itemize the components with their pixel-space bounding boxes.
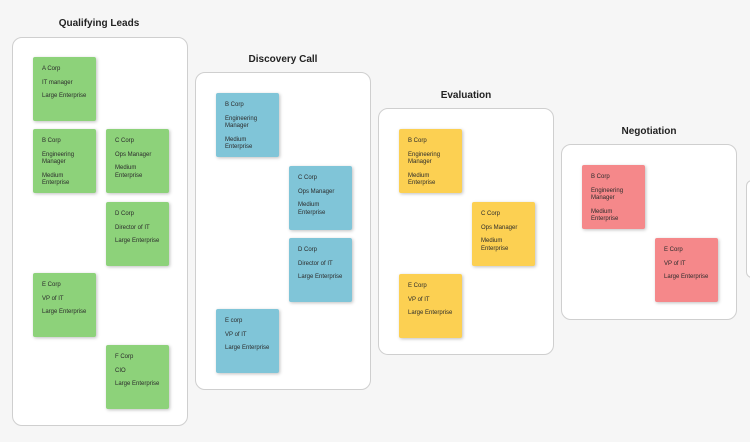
- card-role: IT manager: [42, 79, 73, 86]
- lead-card[interactable]: A Corp IT manager Large Enterprise: [33, 57, 96, 121]
- lead-card[interactable]: E corp VP of IT Large Enterprise: [216, 309, 279, 373]
- card-role: Ops Manager: [115, 151, 152, 158]
- card-size: Large Enterprise: [664, 274, 709, 280]
- card-role: VP of IT: [42, 295, 64, 302]
- card-size: Large Enterprise: [225, 345, 270, 351]
- lead-card[interactable]: D Corp Director of IT Large Enterprise: [289, 238, 352, 302]
- lead-card[interactable]: E Corp VP of IT Large Enterprise: [655, 238, 718, 302]
- lead-card[interactable]: B Corp Engineering Manager Medium Enterp…: [582, 165, 645, 229]
- card-role: VP of IT: [408, 296, 430, 303]
- card-role: Director of IT: [298, 260, 333, 267]
- card-company: D Corp: [115, 211, 135, 217]
- card-size: Medium Enterprise: [115, 165, 143, 179]
- card-size: Large Enterprise: [42, 309, 87, 315]
- card-size: Medium Enterprise: [42, 172, 70, 187]
- card-company: F Corp: [115, 354, 134, 360]
- lead-card[interactable]: E Corp VP of IT Large Enterprise: [399, 274, 462, 338]
- card-role: Engineering Manager: [591, 187, 624, 202]
- lead-card[interactable]: D Corp Director of IT Large Enterprise: [106, 202, 169, 266]
- next-stage-column-edge: [746, 180, 750, 278]
- lead-card[interactable]: C Corp Ops Manager Medium Enterprise: [472, 202, 535, 266]
- card-role: Ops Manager: [298, 188, 335, 195]
- card-size: Medium Enterprise: [481, 238, 509, 252]
- card-company: E Corp: [408, 283, 427, 289]
- stage-column-negotiation: B Corp Engineering Manager Medium Enterp…: [561, 144, 737, 320]
- lead-card[interactable]: B Corp Engineering Manager Medium Enterp…: [216, 93, 279, 157]
- card-role: VP of IT: [225, 331, 247, 338]
- card-company: B Corp: [591, 174, 610, 180]
- card-size: Medium Enterprise: [591, 208, 619, 223]
- card-size: Large Enterprise: [42, 93, 87, 99]
- card-role: Engineering Manager: [42, 151, 75, 166]
- card-size: Large Enterprise: [298, 274, 343, 280]
- card-size: Large Enterprise: [115, 381, 160, 387]
- card-size: Large Enterprise: [115, 238, 160, 244]
- lead-card[interactable]: E Corp VP of IT Large Enterprise: [33, 273, 96, 337]
- card-company: C Corp: [115, 138, 135, 144]
- card-company: B Corp: [408, 138, 427, 144]
- lead-card[interactable]: C Corp Ops Manager Medium Enterprise: [289, 166, 352, 230]
- card-role: Ops Manager: [481, 224, 518, 231]
- card-role: Engineering Manager: [408, 151, 441, 166]
- card-company: B Corp: [42, 138, 61, 144]
- lead-card[interactable]: F Corp CIO Large Enterprise: [106, 345, 169, 409]
- card-company: C Corp: [298, 175, 318, 181]
- stage-title-negotiation: Negotiation: [621, 126, 677, 137]
- stage-column-discovery-call: B Corp Engineering Manager Medium Enterp…: [195, 72, 371, 390]
- card-size: Large Enterprise: [408, 310, 453, 316]
- card-company: B Corp: [225, 102, 244, 108]
- stage-title-discovery-call: Discovery Call: [248, 54, 318, 65]
- card-company: A Corp: [42, 66, 61, 72]
- lead-card[interactable]: B Corp Engineering Manager Medium Enterp…: [399, 129, 462, 193]
- card-role: VP of IT: [664, 260, 686, 267]
- card-company: E Corp: [42, 282, 61, 288]
- stage-title-evaluation: Evaluation: [440, 90, 492, 101]
- card-size: Medium Enterprise: [298, 202, 326, 216]
- lead-card[interactable]: C Corp Ops Manager Medium Enterprise: [106, 129, 169, 193]
- card-size: Medium Enterprise: [408, 172, 436, 187]
- card-size: Medium Enterprise: [225, 136, 253, 151]
- card-company: E corp: [225, 318, 243, 324]
- lead-card[interactable]: B Corp Engineering Manager Medium Enterp…: [33, 129, 96, 193]
- card-role: Engineering Manager: [225, 115, 258, 130]
- card-company: E Corp: [664, 247, 683, 253]
- stage-title-qualifying-leads: Qualifying Leads: [58, 18, 140, 29]
- card-company: C Corp: [481, 211, 501, 217]
- card-company: D Corp: [298, 247, 318, 253]
- card-role: CIO: [115, 367, 126, 374]
- stage-column-evaluation: B Corp Engineering Manager Medium Enterp…: [378, 108, 554, 355]
- card-role: Director of IT: [115, 224, 150, 231]
- stage-column-qualifying-leads: A Corp IT manager Large Enterprise B Cor…: [12, 37, 188, 426]
